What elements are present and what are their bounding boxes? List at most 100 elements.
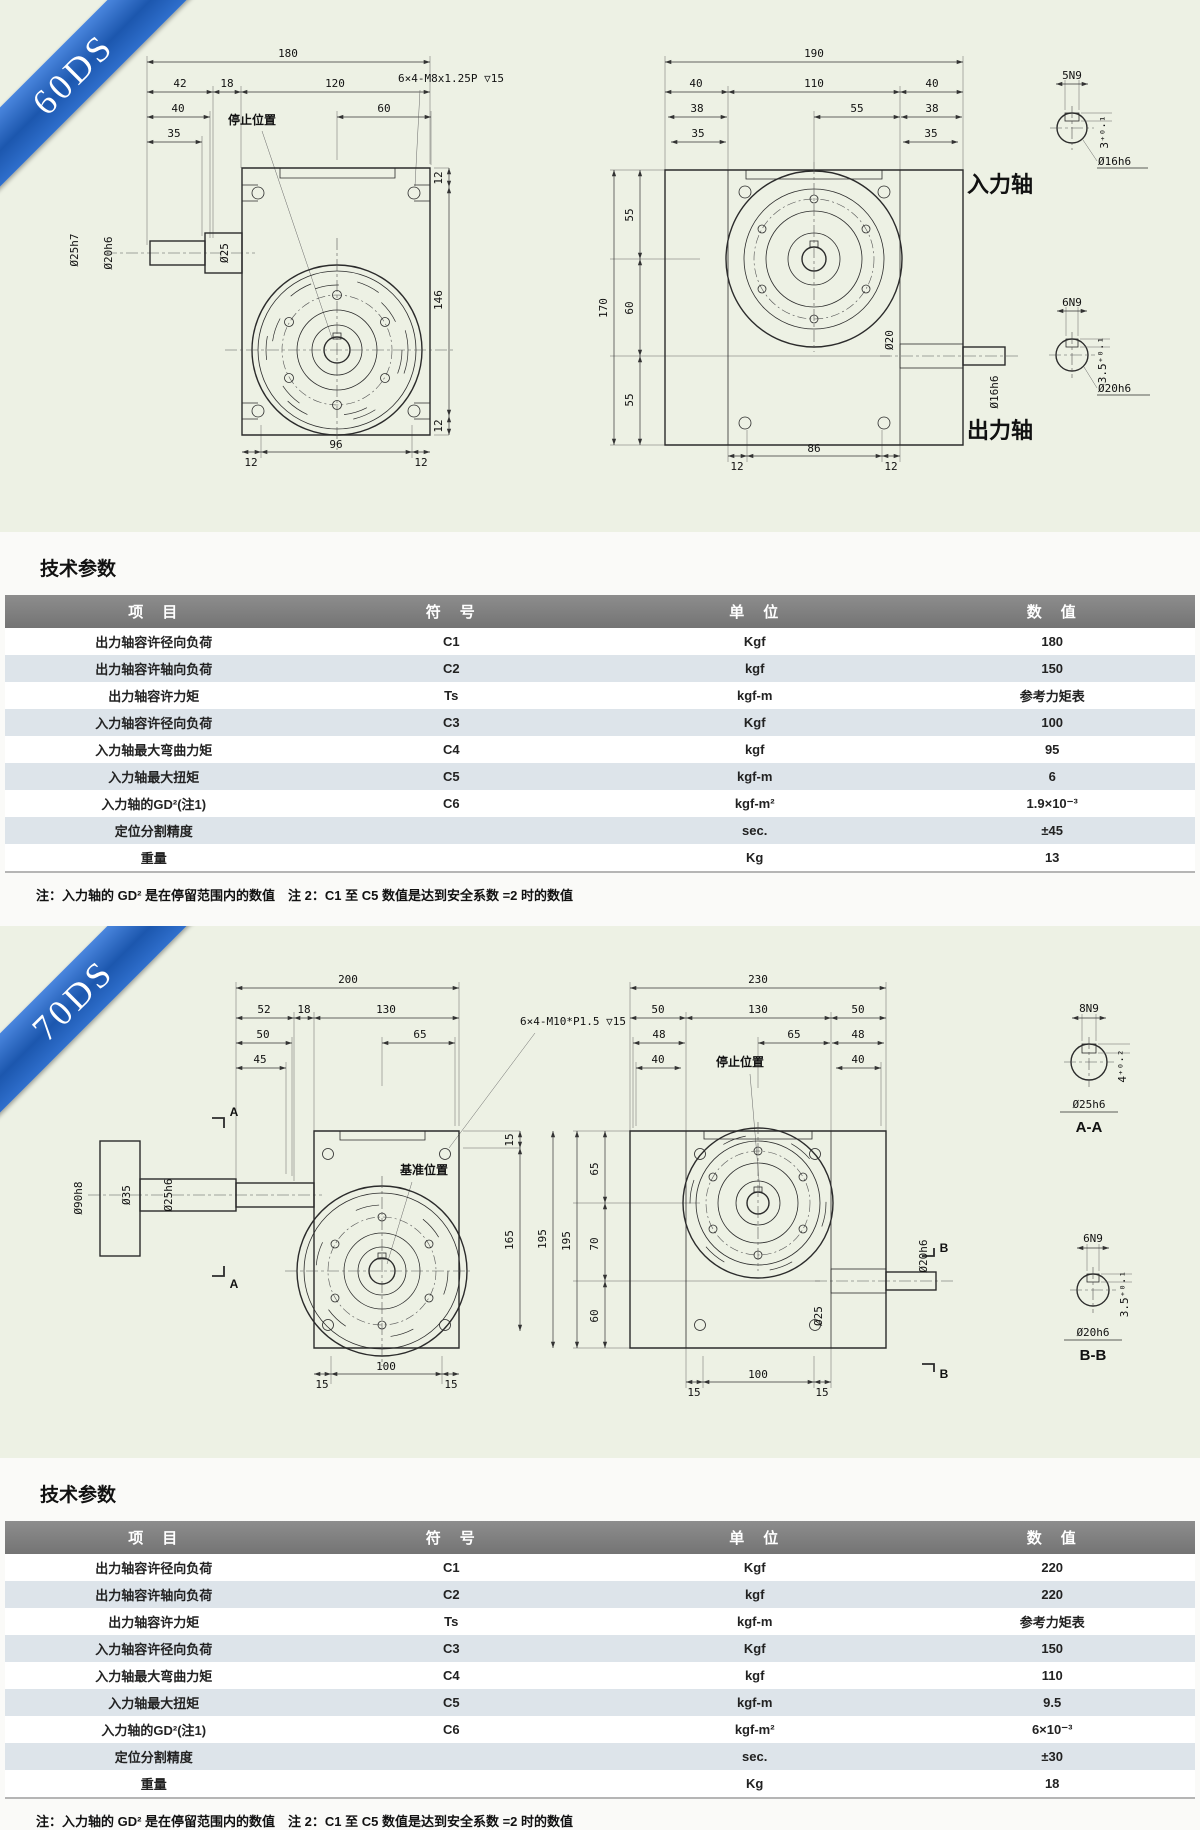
dim-label: 35 xyxy=(167,127,180,140)
dim-label: 40 xyxy=(689,77,702,90)
table-cell: 220 xyxy=(1041,1587,1064,1602)
section-view-title: B-B xyxy=(1080,1347,1107,1364)
body-outline xyxy=(313,1130,460,1349)
table-cell: kgf-m² xyxy=(734,796,775,811)
table-cell: 定位分割精度 xyxy=(114,1750,193,1765)
table-cell: kgf xyxy=(744,661,765,676)
dim-label: 52 xyxy=(257,1003,270,1016)
table-cell: Ts xyxy=(444,688,459,703)
dim-label: 15 xyxy=(444,1378,457,1391)
col-header-item: 项 目 xyxy=(5,595,303,628)
table-cell: 出力轴容许力矩 xyxy=(108,689,200,704)
table-cell: 95 xyxy=(1044,742,1060,757)
table-cell xyxy=(303,844,601,872)
side-view: 230 50 130 50 48 65 48 40 40 停止位置 65 70 … xyxy=(560,973,955,1399)
table-row: 定位分割精度 sec. ±30 xyxy=(5,1743,1195,1770)
dim-label: 146 xyxy=(432,290,445,310)
table-cell: C1 xyxy=(442,634,460,649)
side-view: 190 40 110 40 38 55 38 35 35 55 60 55 17… xyxy=(597,47,1020,473)
dim-label: 40 xyxy=(651,1053,664,1066)
table-cell: C4 xyxy=(442,742,460,757)
key-depth-label: 3⁺⁰·¹ xyxy=(1098,115,1111,148)
dim-label: 40 xyxy=(925,77,938,90)
section-mark-label: B xyxy=(940,1367,949,1381)
reference-position-label: 基准位置 xyxy=(399,1162,448,1177)
output-shaft xyxy=(830,1268,937,1294)
dim-label: 40 xyxy=(851,1053,864,1066)
dim-label: 200 xyxy=(338,973,358,986)
dim-label: 70 xyxy=(588,1237,601,1250)
table-cell: 重量 xyxy=(140,1777,167,1792)
table-cell: 9.5 xyxy=(1043,1695,1062,1710)
dim-label: 96 xyxy=(329,438,342,451)
col-header-value: 数 值 xyxy=(909,1521,1195,1554)
table-cell: C2 xyxy=(442,1587,460,1602)
dim-label: 18 xyxy=(297,1003,310,1016)
table-cell: C5 xyxy=(442,1695,460,1710)
table-cell: 出力轴容许径向负荷 xyxy=(95,635,213,650)
table-cell: kgf-m xyxy=(737,688,773,703)
key-section-input-shaft: 5N9 3⁺⁰·¹ Ø16h6 入力轴 xyxy=(967,69,1148,197)
shaft-dia-label: Ø20h6 xyxy=(917,1239,930,1272)
table-cell: 定位分割精度 xyxy=(114,824,193,839)
dim-label: 100 xyxy=(376,1360,396,1373)
dim-label: 40 xyxy=(171,102,184,115)
input-shaft-title: 入力轴 xyxy=(967,172,1033,197)
dim-label: 55 xyxy=(623,208,636,221)
dim-label: 195 xyxy=(560,1231,573,1251)
col-header-item: 项 目 xyxy=(5,1521,303,1554)
dim-label: 86 xyxy=(807,442,820,455)
stop-position-label: 停止位置 xyxy=(228,112,276,127)
dim-label: 18 xyxy=(220,77,233,90)
col-header-symbol: 符 号 xyxy=(302,1521,600,1554)
table-cell: 入力轴容许径向负荷 xyxy=(95,716,213,731)
output-shaft-title: 出力轴 xyxy=(967,418,1033,443)
input-shaft xyxy=(149,232,243,274)
shaft-dia-label: Ø35 xyxy=(120,1185,133,1205)
dim-label: 110 xyxy=(804,77,824,90)
table-cell: sec. xyxy=(742,1749,768,1764)
key-section-a-a: 8N9 4⁺⁰·² Ø25h6 A-A xyxy=(1060,1002,1130,1136)
table-cell: 220 xyxy=(1041,1560,1064,1575)
table-cell: C3 xyxy=(442,1641,460,1656)
table-cell xyxy=(303,817,601,844)
shaft-dia-label: Ø20 xyxy=(883,330,896,350)
table-header-row: 项 目 符 号 单 位 数 值 xyxy=(5,1521,1195,1554)
table-cell: ±30 xyxy=(1041,1749,1063,1764)
dim-label: 60 xyxy=(377,102,390,115)
footnote: 注：入力轴的 GD² 是在停留范围内的数值 注 2：C1 至 C5 数值是达到安… xyxy=(36,1814,574,1829)
key-depth-label: 3.5⁺⁰·¹ xyxy=(1096,337,1109,383)
table-cell: ±45 xyxy=(1041,823,1063,838)
table-row: 定位分割精度 sec. ±45 xyxy=(5,817,1195,844)
section-title: 技术参数 xyxy=(40,1485,117,1506)
body-outline xyxy=(629,1130,887,1349)
keyway-label: 6N9 xyxy=(1062,296,1082,309)
section-mark-label: A xyxy=(230,1277,239,1291)
table-cell: 150 xyxy=(1041,1641,1064,1656)
dim-label: 165 xyxy=(503,1230,516,1250)
dim-label: 100 xyxy=(748,1368,768,1381)
table-cell: kgf-m xyxy=(737,1695,773,1710)
dim-label: 230 xyxy=(748,973,768,986)
table-cell: 6 xyxy=(1048,769,1056,784)
table-cell: sec. xyxy=(742,823,768,838)
key-depth-label: 4⁺⁰·² xyxy=(1116,1049,1129,1082)
drawing-panel-70ds: 70DS 200 52 18 130 50 45 65 6×4-M10*P1.5… xyxy=(0,926,1200,1458)
key-depth-label: 3.5⁺⁰·¹ xyxy=(1118,1271,1131,1317)
dim-label: 55 xyxy=(623,393,636,406)
shaft-dia-label: Ø90h8 xyxy=(72,1181,85,1214)
table-row: 入力轴最大扭矩 C5 kgf-m 9.5 xyxy=(5,1689,1195,1716)
section-cut-marks: B B xyxy=(922,1241,949,1381)
section-view-title: A-A xyxy=(1076,1119,1103,1136)
table-cell: 13 xyxy=(1044,850,1060,865)
table-cell: 入力轴最大扭矩 xyxy=(108,1696,200,1711)
key-section-output-shaft: 6N9 3.5⁺⁰·¹ Ø20h6 出力轴 xyxy=(967,296,1150,443)
